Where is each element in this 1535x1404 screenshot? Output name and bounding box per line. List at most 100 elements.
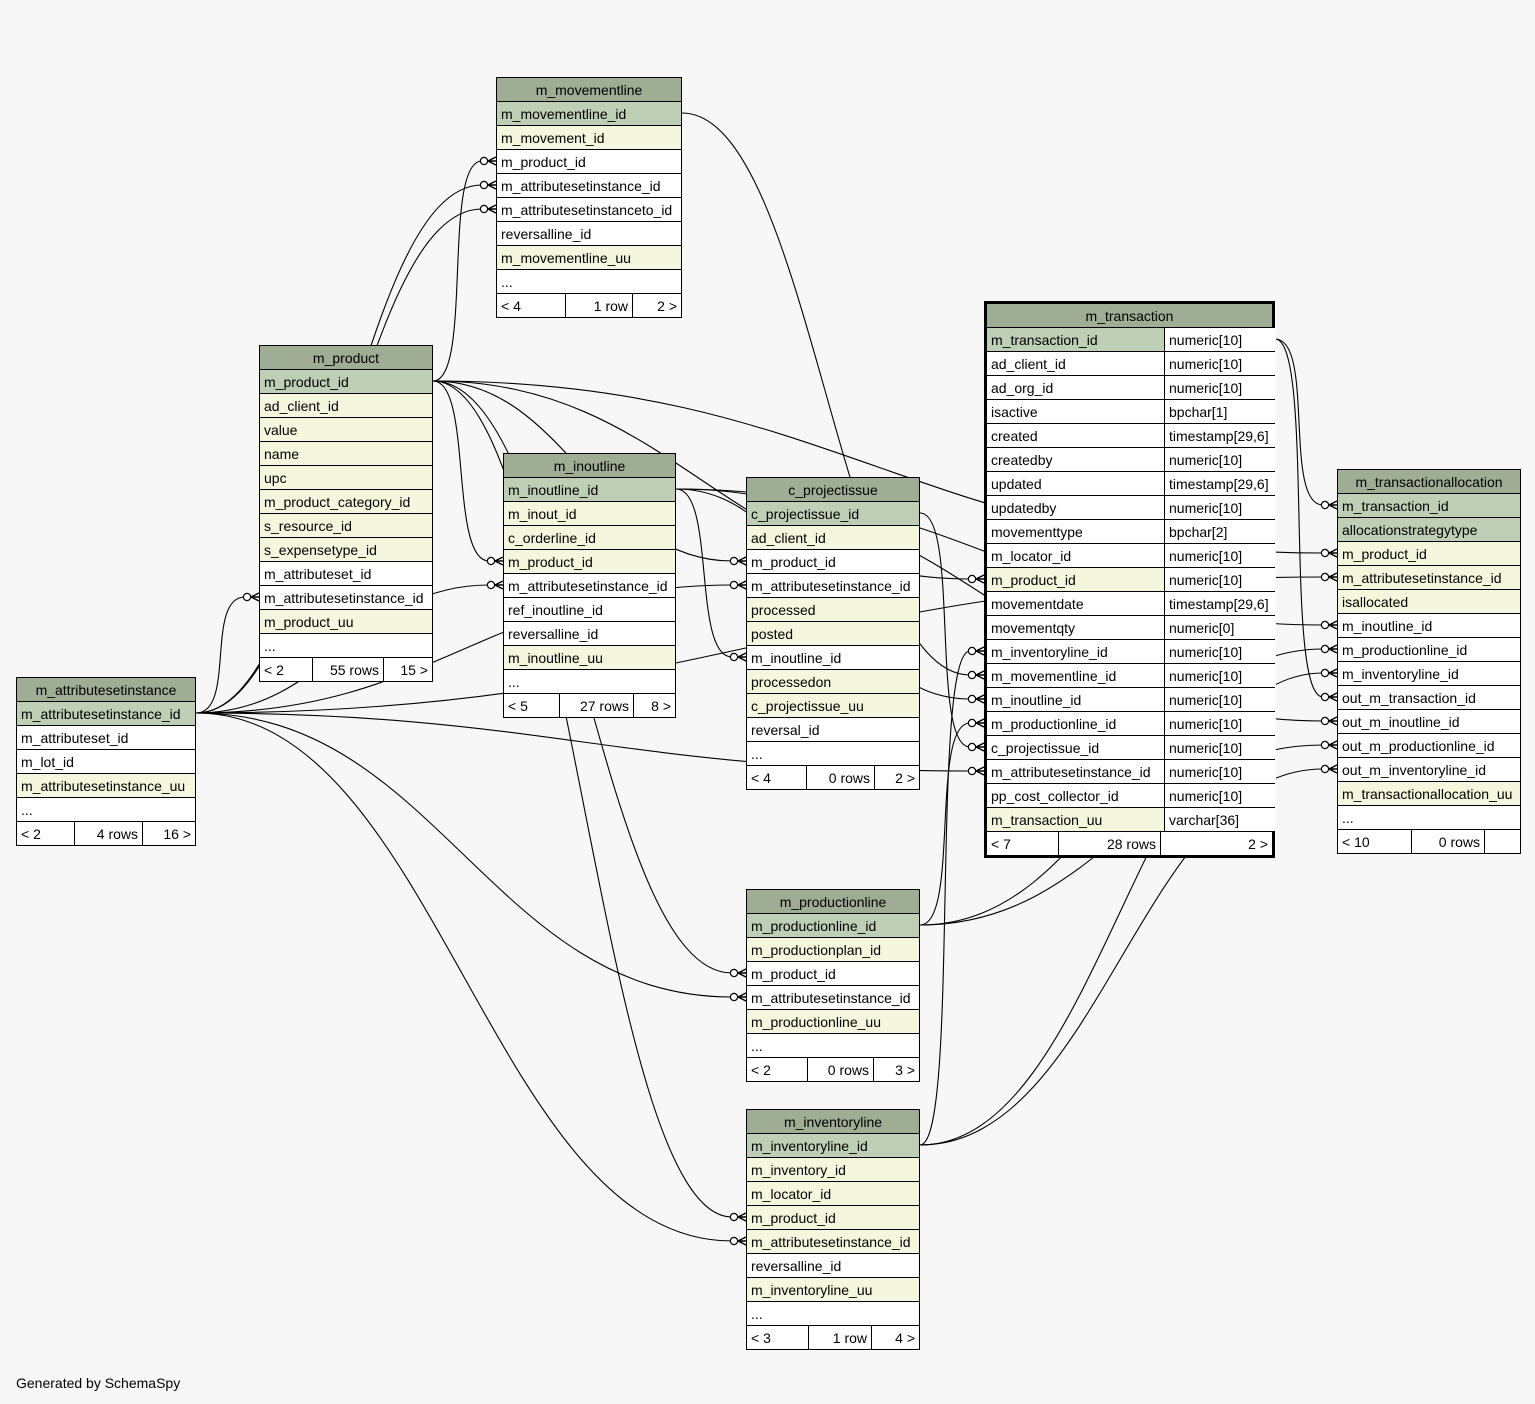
table-column-row[interactable]: out_m_inoutline_id: [1338, 709, 1520, 733]
page-next[interactable]: 3 >: [873, 1058, 919, 1081]
table-column-row[interactable]: m_attributesetinstance_id: [260, 585, 432, 609]
table-column-row[interactable]: m_product_id: [504, 549, 675, 573]
table-column-row[interactable]: value: [260, 417, 432, 441]
table-column-row[interactable]: s_expensetype_id: [260, 537, 432, 561]
table-column-row[interactable]: m_product_id: [747, 1205, 919, 1229]
table-column-row[interactable]: ...: [260, 633, 432, 657]
page-next[interactable]: 2 >: [1160, 832, 1272, 855]
table-column-row[interactable]: m_inventoryline_id: [747, 1133, 919, 1157]
table-column-row[interactable]: ...: [1338, 805, 1520, 829]
page-next[interactable]: 8 >: [633, 694, 675, 717]
table-column-row[interactable]: m_attributesetinstance_id: [1338, 565, 1520, 589]
table-column-row[interactable]: m_movement_id: [497, 125, 681, 149]
table-column-row[interactable]: ...: [747, 741, 919, 765]
table-title[interactable]: m_product: [260, 346, 432, 369]
table-column-row[interactable]: m_attributesetinstance_id: [747, 985, 919, 1009]
page-prev[interactable]: < 2: [751, 1061, 771, 1078]
table-column-row[interactable]: ...: [747, 1033, 919, 1057]
table-column-row[interactable]: out_m_inventoryline_id: [1338, 757, 1520, 781]
table-column-row[interactable]: m_inoutline_id: [1338, 613, 1520, 637]
page-next[interactable]: [1484, 830, 1520, 853]
page-prev[interactable]: < 3: [751, 1329, 771, 1346]
table-title[interactable]: m_productionline: [747, 890, 919, 913]
table-column-row[interactable]: m_product_id: [260, 369, 432, 393]
table-column-row[interactable]: m_inventory_id: [747, 1157, 919, 1181]
page-prev[interactable]: < 10: [1342, 833, 1370, 850]
table-column-row[interactable]: m_attributesetinstance_id: [504, 573, 675, 597]
table-column-row[interactable]: m_attributeset_id: [17, 725, 195, 749]
table-column-row[interactable]: m_product_category_id: [260, 489, 432, 513]
table-column-row[interactable]: m_attributesetinstance_id: [747, 573, 919, 597]
table-title[interactable]: m_inventoryline: [747, 1110, 919, 1133]
page-prev[interactable]: < 2: [21, 825, 41, 842]
table-column-row[interactable]: m_inventoryline_id: [1338, 661, 1520, 685]
table-column-row[interactable]: m_inoutline_id: [504, 477, 675, 501]
table-m-attributesetinstance[interactable]: m_attributesetinstance m_attributesetinst…: [16, 677, 196, 846]
table-column-row[interactable]: m_attributesetinstance_uu: [17, 773, 195, 797]
table-column-row[interactable]: c_projectissue_id: [747, 501, 919, 525]
table-title[interactable]: m_inoutline: [504, 454, 675, 477]
table-column-row[interactable]: m_product_id: [747, 961, 919, 985]
table-column-row[interactable]: s_resource_id: [260, 513, 432, 537]
table-column-row[interactable]: ...: [17, 797, 195, 821]
table-column-row[interactable]: m_productionline_id: [747, 913, 919, 937]
table-column-row[interactable]: m_transaction_id: [1338, 493, 1520, 517]
table-column-row[interactable]: reversal_id: [747, 717, 919, 741]
table-column-row[interactable]: m_attributesetinstance_id: [497, 173, 681, 197]
page-next[interactable]: 15 >: [383, 658, 432, 681]
table-title[interactable]: m_attributesetinstance: [17, 678, 195, 701]
table-title[interactable]: m_movementline: [497, 78, 681, 101]
table-column-row[interactable]: m_locator_id: [747, 1181, 919, 1205]
table-column-row[interactable]: reversalline_id: [504, 621, 675, 645]
table-column-row[interactable]: ...: [497, 269, 681, 293]
table-column-row[interactable]: m_transactionallocation_uu: [1338, 781, 1520, 805]
table-column-row[interactable]: ad_client_id: [747, 525, 919, 549]
table-title[interactable]: m_transactionallocation: [1338, 470, 1520, 493]
table-column-row[interactable]: allocationstrategytype: [1338, 517, 1520, 541]
table-column-row[interactable]: m_attributesetinstance_id: [747, 1229, 919, 1253]
table-column-row[interactable]: reversalline_id: [747, 1253, 919, 1277]
table-column-row[interactable]: m_movementline_uu: [497, 245, 681, 269]
table-column-row[interactable]: m_inventoryline_uu: [747, 1277, 919, 1301]
page-prev[interactable]: < 5: [508, 697, 528, 714]
table-column-row[interactable]: ...: [747, 1301, 919, 1325]
table-column-row[interactable]: m_movementline_id: [497, 101, 681, 125]
table-column-row[interactable]: m_attributesetinstanceto_id: [497, 197, 681, 221]
table-column-row[interactable]: m_productionplan_id: [747, 937, 919, 961]
table-column-row[interactable]: reversalline_id: [497, 221, 681, 245]
page-prev[interactable]: < 4: [751, 769, 771, 786]
table-column-row[interactable]: ...: [504, 669, 675, 693]
page-next[interactable]: 4 >: [871, 1326, 919, 1349]
table-column-row[interactable]: m_product_id: [497, 149, 681, 173]
page-prev[interactable]: < 2: [264, 661, 284, 678]
table-title[interactable]: m_transaction: [987, 304, 1272, 327]
table-column-row[interactable]: out_m_productionline_id: [1338, 733, 1520, 757]
table-column-row[interactable]: out_m_transaction_id: [1338, 685, 1520, 709]
table-column-row[interactable]: upc: [260, 465, 432, 489]
table-column-row[interactable]: c_orderline_id: [504, 525, 675, 549]
table-column-row[interactable]: m_product_id: [747, 549, 919, 573]
